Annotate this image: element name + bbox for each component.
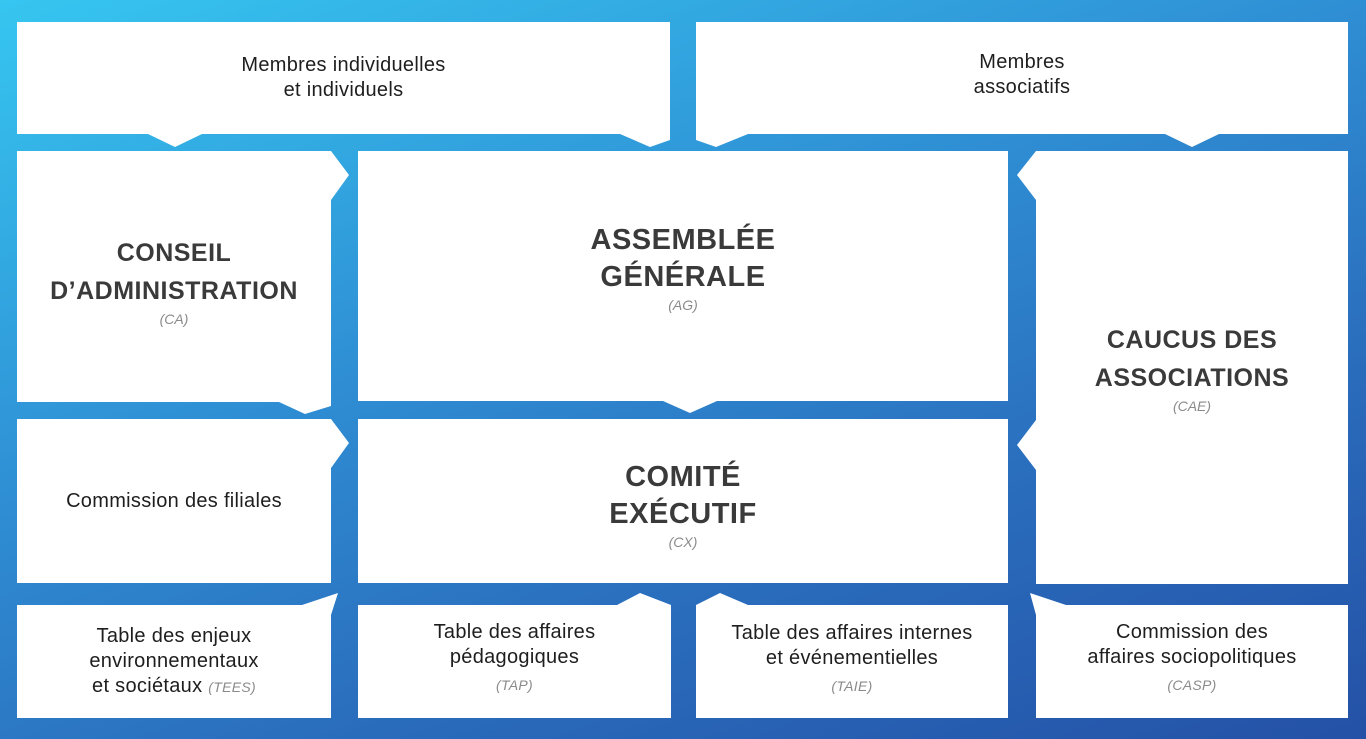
- members-associative-line1: Membres: [979, 51, 1065, 73]
- ag-title-line1: ASSEMBLÉE: [590, 224, 776, 256]
- arrow-up-tap: [617, 593, 671, 605]
- taie-box: Table des affaires internes et événement…: [696, 605, 1008, 718]
- tees-line2: environnementaux: [89, 650, 259, 672]
- ca-title-line1: CONSEIL: [116, 238, 232, 267]
- arrow-down-individual: [148, 134, 202, 147]
- tap-line1: Table des affaires: [433, 620, 596, 643]
- tees-box: Table des enjeux environnementaux et soc…: [17, 605, 331, 718]
- ca-box: CONSEIL D’ADMINISTRATION (CA): [17, 151, 331, 402]
- arrow-right-filiales: [331, 419, 349, 468]
- cx-box: COMITÉ EXÉCUTIF (CX): [358, 419, 1008, 583]
- casp-abbr: (CASP): [1167, 676, 1217, 693]
- casp-line1: Commission des: [1115, 620, 1269, 643]
- arrow-down-ag: [663, 401, 717, 413]
- tees-line1: Table des enjeux: [96, 625, 252, 647]
- members-individual-box: Membres individuelles et individuels: [17, 22, 670, 134]
- taie-line2: et événementielles: [765, 646, 939, 669]
- members-individual-line1: Membres individuelles: [241, 54, 446, 76]
- cae-title-line2: ASSOCIATIONS: [1094, 363, 1290, 392]
- filiales-label: Commission des filiales: [66, 489, 282, 512]
- cx-title-line2: EXÉCUTIF: [609, 498, 757, 530]
- members-associative-box: Membres associatifs: [696, 22, 1348, 134]
- cae-abbr: (CAE): [1172, 397, 1212, 414]
- arrow-down-associative: [1165, 134, 1219, 147]
- arrow-left-cae-bottom: [1017, 420, 1036, 470]
- taie-line1: Table des affaires internes: [731, 621, 973, 644]
- arrow-down-associative-left: [696, 134, 748, 147]
- arrow-down-ca: [279, 402, 331, 414]
- tees-line3-wrap: et sociétaux (TEES): [92, 674, 256, 699]
- members-associative-line2: associatifs: [973, 76, 1071, 98]
- casp-box: Commission des affaires sociopolitiques …: [1036, 605, 1348, 718]
- arrow-left-cae-top: [1017, 151, 1036, 200]
- tees-abbr: (TEES): [208, 679, 256, 695]
- tap-abbr: (TAP): [495, 676, 533, 693]
- tees-line3: et sociétaux: [92, 675, 203, 697]
- cae-title-line1: CAUCUS DES: [1106, 325, 1278, 354]
- ca-abbr: (CA): [159, 310, 189, 327]
- cae-box: CAUCUS DES ASSOCIATIONS (CAE): [1036, 151, 1348, 584]
- ca-title-line2: D’ADMINISTRATION: [50, 276, 298, 305]
- casp-line2: affaires sociopolitiques: [1087, 645, 1297, 668]
- tap-box: Table des affaires pédagogiques (TAP): [358, 605, 671, 718]
- cx-abbr: (CX): [668, 534, 698, 550]
- filiales-box: Commission des filiales: [17, 419, 331, 583]
- cx-title-line1: COMITÉ: [625, 461, 741, 493]
- arrow-up-taie: [696, 593, 748, 605]
- tap-line2: pédagogiques: [449, 645, 580, 668]
- arrow-down-individual-right: [620, 134, 670, 147]
- ag-title-line2: GÉNÉRALE: [600, 261, 766, 293]
- ag-abbr: (AG): [668, 297, 698, 313]
- members-individual-line2: et individuels: [283, 79, 404, 101]
- arrow-right-ca: [331, 151, 349, 200]
- ag-box: ASSEMBLÉE GÉNÉRALE (AG): [358, 151, 1008, 401]
- taie-abbr: (TAIE): [831, 677, 873, 694]
